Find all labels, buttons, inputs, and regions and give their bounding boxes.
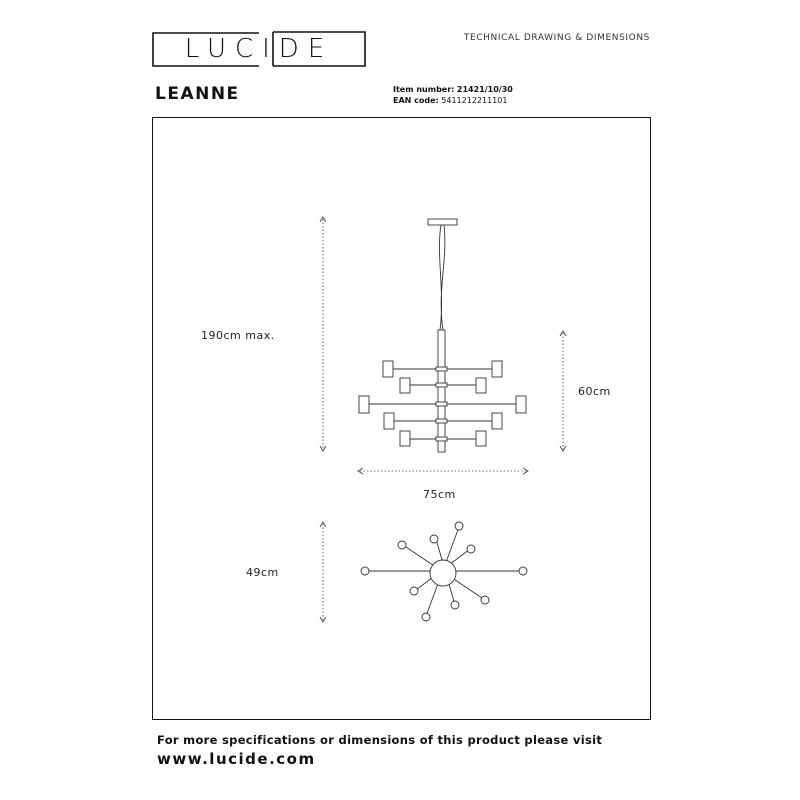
ean-value: 5411212211101	[441, 96, 508, 105]
footer-text: For more specifications or dimensions of…	[157, 733, 603, 747]
product-meta: Item number: 21421/10/30 EAN code: 54112…	[393, 84, 513, 106]
top-view-canopy	[429, 559, 457, 587]
top-view-width-label: 49cm	[246, 566, 279, 579]
item-number-label: Item number:	[393, 85, 455, 94]
brand-logo: LUCIDE	[152, 31, 366, 67]
height-max-label: 190cm max.	[201, 329, 275, 342]
item-number-row: Item number: 21421/10/30	[393, 84, 513, 95]
side-view	[358, 218, 527, 453]
top-view	[360, 521, 528, 622]
logo-frame	[152, 31, 366, 67]
top-view-shades	[360, 521, 528, 622]
width-label: 75cm	[423, 488, 456, 501]
product-name: LEANNE	[155, 84, 240, 104]
item-number-value: 21421/10/30	[456, 85, 513, 94]
central-rod	[437, 329, 446, 453]
rod-joints	[435, 366, 448, 442]
lamp-shades	[358, 360, 527, 447]
brand-logo-text: LUCIDE	[184, 34, 334, 64]
body-height-label: 60cm	[578, 385, 611, 398]
dimension-arrows	[319, 216, 567, 623]
drawing-frame	[152, 117, 651, 720]
suspension-cable	[439, 224, 446, 331]
ean-row: EAN code: 5411212211101	[393, 95, 513, 106]
website-link[interactable]: www.lucide.com	[157, 750, 316, 768]
ceiling-canopy	[427, 218, 458, 226]
ean-label: EAN code:	[393, 96, 439, 105]
document-type: TECHNICAL DRAWING & DIMENSIONS	[463, 33, 650, 43]
